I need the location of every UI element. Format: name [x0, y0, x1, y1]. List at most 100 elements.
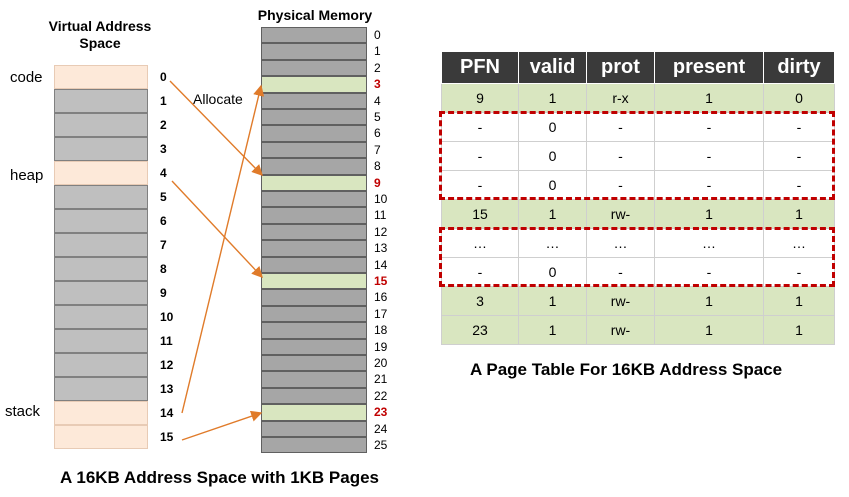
physical-frame-18 — [261, 322, 367, 339]
table-cell: … — [654, 228, 764, 258]
physical-frame-number: 22 — [374, 388, 388, 403]
virtual-page-number: 15 — [160, 430, 174, 444]
physical-frame-3 — [261, 76, 367, 93]
header-present: present — [654, 51, 764, 84]
physical-frame-22 — [261, 387, 367, 405]
physical-frame-number: 7 — [374, 142, 381, 157]
virtual-page-number: 8 — [160, 262, 167, 276]
physical-frame-number: 17 — [374, 306, 388, 321]
virtual-page-13 — [54, 377, 148, 401]
physical-frame-number: 23 — [374, 405, 388, 420]
virtual-page-3 — [54, 137, 148, 161]
left-caption: A 16KB Address Space with 1KB Pages — [60, 468, 380, 487]
physical-frame-4 — [261, 92, 367, 109]
physical-frame-0 — [261, 27, 367, 44]
table-cell: 1 — [654, 315, 764, 345]
physical-frame-20 — [261, 355, 367, 372]
table-cell: 1 — [763, 286, 835, 316]
virtual-page-6 — [54, 209, 148, 233]
physical-frame-19 — [261, 338, 367, 355]
physical-frame-12 — [261, 223, 367, 241]
virtual-page-1 — [54, 89, 148, 113]
table-cell: 23 — [441, 315, 519, 345]
physical-frame-number: 10 — [374, 192, 388, 206]
virtual-page-2 — [54, 113, 148, 137]
physical-frame-number: 25 — [374, 438, 388, 452]
table-cell: 1 — [763, 315, 835, 345]
header-prot: prot — [586, 51, 655, 84]
virtual-page-number: 11 — [160, 334, 173, 348]
table-cell: - — [441, 141, 519, 171]
arrow-page14-to-frame3 — [181, 84, 265, 414]
page-table-caption: A Page Table For 16KB Address Space — [470, 360, 783, 379]
table-row: -0--- — [441, 141, 835, 171]
table-cell: 1 — [518, 286, 587, 316]
physical-frame-number: 24 — [374, 421, 388, 436]
physical-frame-10 — [261, 191, 367, 208]
table-row: -0--- — [441, 257, 835, 287]
physical-frame-6 — [261, 125, 367, 142]
physical-frame-number: 21 — [374, 372, 388, 387]
table-cell: 0 — [518, 257, 587, 287]
physical-frame-5 — [261, 109, 367, 126]
virtual-page-number: 9 — [160, 286, 167, 300]
virtual-page-12 — [54, 353, 148, 377]
stack-label: stack — [5, 403, 41, 420]
table-cell: rw- — [586, 286, 655, 316]
physical-frame-24 — [261, 420, 367, 437]
header-pfn: PFN — [441, 51, 519, 84]
table-cell: rw- — [586, 199, 655, 229]
invalid-rows-highlight-2 — [439, 227, 835, 287]
physical-frame-number: 12 — [374, 224, 388, 239]
physical-frame-11 — [261, 207, 367, 224]
table-cell: 3 — [441, 286, 519, 316]
physical-frame-number: 2 — [374, 60, 381, 75]
virtual-page-14 — [54, 401, 148, 425]
virtual-page-11 — [54, 329, 148, 353]
header-valid: valid — [518, 51, 587, 84]
physical-frame-14 — [261, 256, 367, 273]
virtual-page-4 — [54, 161, 148, 185]
table-cell: - — [586, 141, 655, 171]
virtual-page-15 — [54, 425, 148, 449]
physical-frame-number: 13 — [374, 241, 388, 256]
virtual-page-10 — [54, 305, 148, 329]
virtual-page-number: 4 — [160, 166, 167, 180]
table-cell: 1 — [518, 199, 587, 229]
physical-frame-number: 19 — [374, 339, 388, 354]
physical-frame-15 — [261, 273, 367, 290]
table-cell: - — [654, 112, 764, 142]
table-cell: 1 — [654, 199, 764, 229]
physical-frame-number: 8 — [374, 159, 381, 174]
table-cell: 1 — [654, 83, 764, 113]
physical-frame-9 — [261, 174, 367, 191]
virtual-page-5 — [54, 185, 148, 209]
virtual-page-number: 6 — [160, 214, 167, 228]
heap-label: heap — [10, 167, 44, 184]
table-cell: 1 — [763, 199, 835, 229]
physical-frame-1 — [261, 43, 367, 60]
physical-frame-16 — [261, 289, 367, 306]
table-cell: 1 — [518, 83, 587, 113]
physical-frame-21 — [261, 371, 367, 388]
virtual-page-number: 12 — [160, 358, 174, 372]
physical-frame-number: 4 — [374, 93, 381, 108]
virtual-page-number: 2 — [160, 118, 167, 132]
virtual-page-number: 7 — [160, 238, 167, 252]
virtual-page-9 — [54, 281, 148, 305]
table-cell: 9 — [441, 83, 519, 113]
virtual-page-number: 3 — [160, 142, 167, 156]
physical-frame-17 — [261, 305, 367, 323]
virtual-page-0 — [54, 65, 148, 89]
code-label: code — [10, 69, 43, 86]
virtual-page-number: 1 — [160, 94, 167, 108]
table-cell: 15 — [441, 199, 519, 229]
virtual-page-number: 0 — [160, 70, 167, 84]
physical-frame-number: 1 — [374, 44, 381, 59]
physical-frame-number: 6 — [374, 126, 381, 141]
table-cell: … — [518, 228, 587, 258]
